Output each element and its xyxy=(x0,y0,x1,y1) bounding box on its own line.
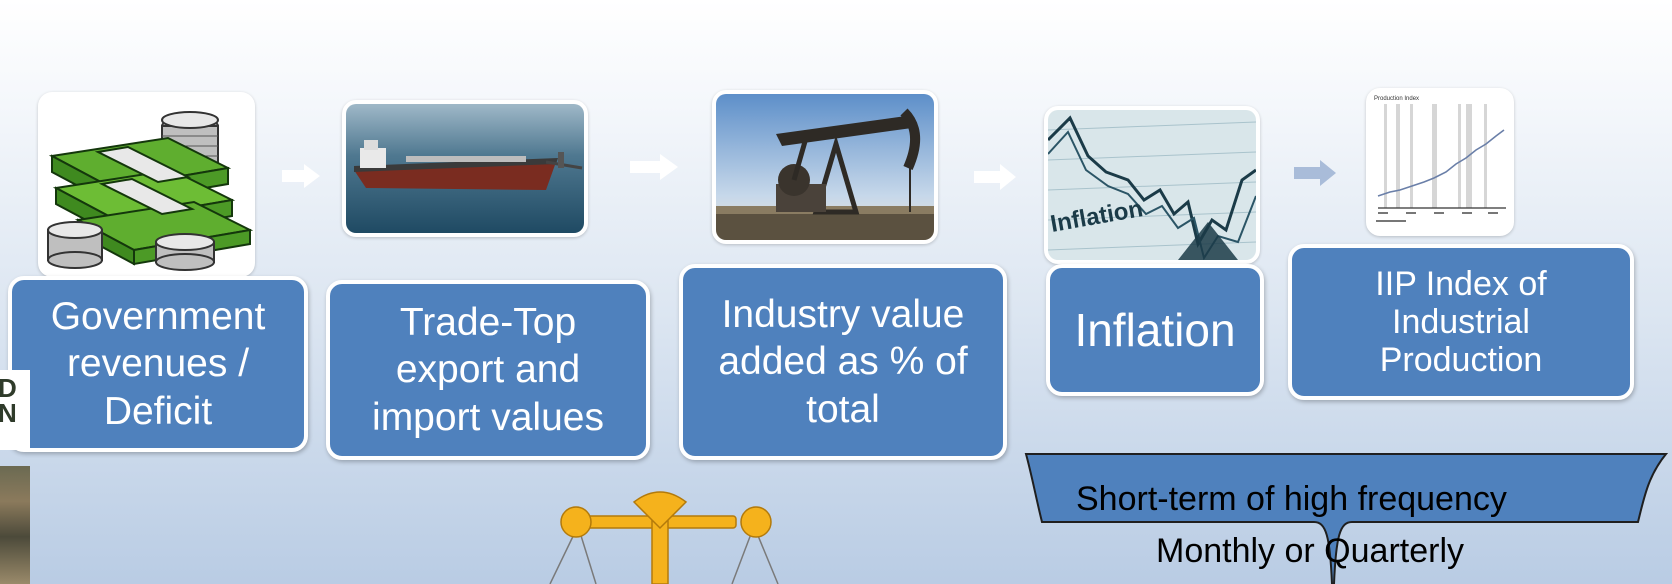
money-stack-image xyxy=(38,92,255,277)
inflation-chart-image: Inflation xyxy=(1044,106,1260,264)
step-label: IIP Index of Industrial Production xyxy=(1375,264,1547,380)
production-index-chart-image: Production Index xyxy=(1366,88,1514,236)
step-card-inflation: Inflation xyxy=(1046,264,1264,396)
oil-tanker-ship-image xyxy=(342,100,588,237)
production-index-title: Production Index xyxy=(1374,96,1419,102)
step-label: Industry value added as % of total xyxy=(718,292,968,431)
step-label: Trade-Top export and import values xyxy=(372,300,604,439)
short-term-brace xyxy=(1024,453,1669,584)
step-card-trade: Trade-Top export and import values xyxy=(326,280,650,460)
book-cover-text: D N xyxy=(0,373,17,429)
brace-text-short-term: Short-term of high frequency xyxy=(1076,480,1507,518)
step-label: Government revenues / Deficit xyxy=(50,294,266,433)
step-card-government-revenues: Government revenues / Deficit xyxy=(8,276,308,452)
step-label: Inflation xyxy=(1074,303,1236,356)
step-card-iip: IIP Index of Industrial Production xyxy=(1288,244,1634,400)
right-arrow-icon xyxy=(630,154,678,180)
cut-off-book-cover-image: D N xyxy=(0,370,30,584)
balance-scale-icon xyxy=(549,491,779,584)
step-card-industry-value: Industry value added as % of total xyxy=(679,264,1007,460)
money-stack-icon xyxy=(47,111,254,271)
right-arrow-icon xyxy=(282,164,320,188)
oil-pump-jack-image xyxy=(712,90,938,244)
right-arrow-icon xyxy=(1294,160,1336,186)
right-arrow-icon xyxy=(974,164,1016,190)
brace-text-monthly-quarterly: Monthly or Quarterly xyxy=(1156,532,1464,570)
